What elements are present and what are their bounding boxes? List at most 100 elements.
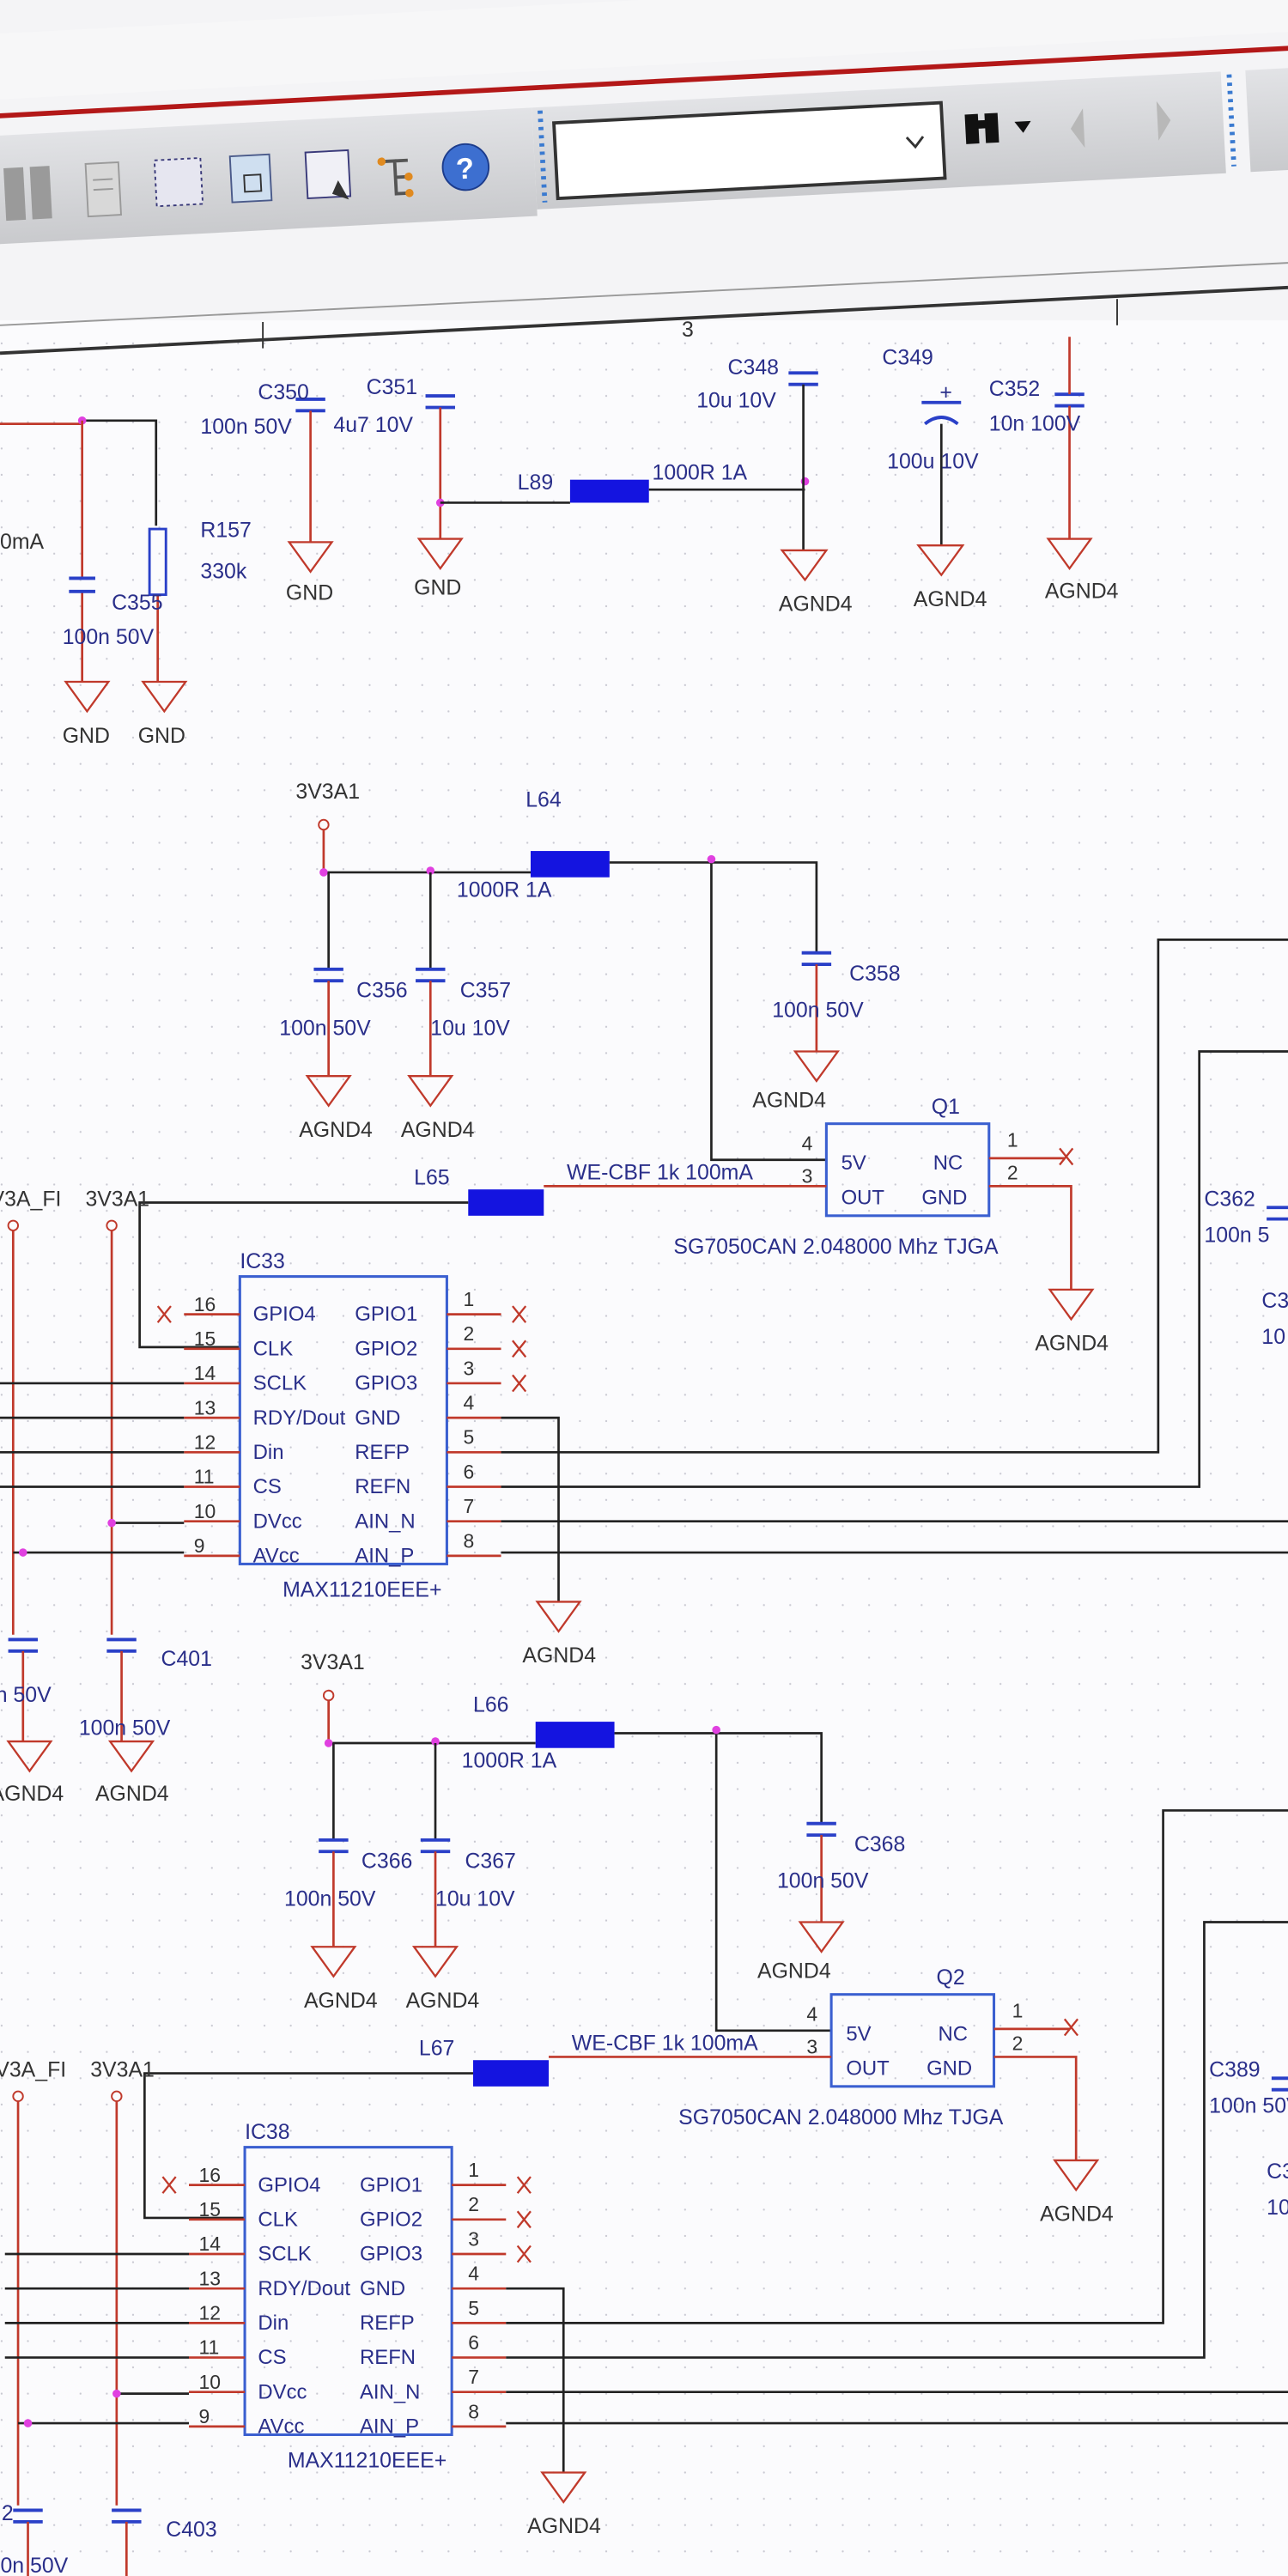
- agnd4-label: AGND4: [779, 592, 853, 617]
- ic-pin-number: 16: [194, 1293, 216, 1315]
- schematic-sheet[interactable]: 3 0mA R157 330k C355 100n 50V GND GND C3…: [0, 262, 1288, 2576]
- ic-pin-label: AIN_P: [360, 2415, 419, 2439]
- search-combobox[interactable]: [552, 100, 947, 201]
- agnd4-label: AGND4: [406, 1989, 480, 2013]
- ic-pin-number: 15: [199, 2198, 222, 2221]
- ferrite-value: WE-CBF 1k 100mA: [572, 2032, 758, 2056]
- help-icon[interactable]: ?: [441, 143, 490, 191]
- ic-pin-label: SCLK: [253, 1372, 307, 1395]
- title-bar-accent-line: [0, 44, 1288, 120]
- capacitor-symbol[interactable]: [1271, 2076, 1288, 2092]
- ic-pin-label: DVcc: [253, 1510, 302, 1533]
- c351-ref: C351: [367, 375, 417, 399]
- ic-pin-number: 7: [464, 1495, 475, 1517]
- agnd-symbol: [107, 1740, 155, 1773]
- agnd-symbol: [1053, 2159, 1100, 2192]
- ic-pin-number: 14: [199, 2233, 222, 2255]
- agnd4-label: AGND4: [0, 1782, 64, 1806]
- c349-value: 100u 10V: [887, 449, 979, 473]
- component-icon[interactable]: [3, 166, 52, 222]
- no-connect-icon: [516, 2245, 532, 2263]
- ic-pin-number: 10: [194, 1500, 216, 1522]
- toolbar-grip-right[interactable]: [1226, 74, 1236, 167]
- ic-pin-label: CLK: [258, 2208, 298, 2231]
- place-part-icon[interactable]: [304, 149, 352, 202]
- pin-number: 4: [802, 1132, 813, 1154]
- ic-ref: IC38: [245, 2120, 290, 2144]
- grid-select-icon[interactable]: [153, 156, 204, 208]
- cap-value: 100n 5: [1204, 1223, 1269, 1247]
- pin-label: OUT: [846, 2057, 890, 2080]
- pin-label: GND: [927, 2057, 972, 2080]
- pin-label: NC: [938, 2022, 968, 2045]
- ic-pin-label: GPIO2: [360, 2208, 422, 2231]
- cap-value: 100n 50V: [79, 1716, 171, 1740]
- ic-pin-label: REFP: [360, 2312, 415, 2335]
- back-arrow-icon[interactable]: [1070, 108, 1085, 149]
- ic-pin-label: REFP: [355, 1441, 410, 1464]
- no-connect-icon: [512, 1340, 527, 1358]
- capacitor-symbol[interactable]: [1267, 1206, 1288, 1221]
- cap-value: 00n 50V: [0, 2554, 69, 2576]
- inductor-ref: L64: [526, 787, 562, 811]
- pin-number: 1: [1007, 1128, 1018, 1151]
- ferrite-ref: L67: [419, 2036, 454, 2060]
- ic-pin-label: GND: [355, 1406, 400, 1430]
- agnd-symbol: [305, 1075, 352, 1108]
- hierarchy-icon[interactable]: [377, 156, 414, 199]
- ferrite-inductor[interactable]: [535, 1722, 615, 1748]
- clock-ferrite[interactable]: [473, 2060, 550, 2087]
- ic-pin-number: 8: [468, 2400, 479, 2422]
- c348-value: 10u 10V: [696, 388, 776, 412]
- r157-value: 330k: [200, 559, 246, 583]
- ic-part-number: MAX11210EEE+: [288, 2449, 447, 2473]
- net-label-partial: 0mA: [0, 530, 45, 554]
- find-options-dropdown-icon[interactable]: [1014, 120, 1031, 133]
- c352-value: 10n 100V: [989, 411, 1081, 435]
- clock-ferrite[interactable]: [468, 1189, 544, 1216]
- agnd4-label: AGND4: [757, 1959, 831, 1984]
- gnd-label: GND: [138, 724, 185, 748]
- no-connect-icon: [1063, 2018, 1078, 2037]
- pin-label: OUT: [841, 1186, 885, 1209]
- pin-number: 2: [1007, 1162, 1018, 1184]
- forward-arrow-icon[interactable]: [1156, 100, 1172, 141]
- ic-part-number: MAX11210EEE+: [283, 1578, 441, 1602]
- ic-pin-label: CS: [253, 1475, 282, 1498]
- chevron-down-icon[interactable]: [905, 136, 925, 149]
- agnd4-label: AGND4: [304, 1989, 378, 2013]
- ic-pin-label: GPIO1: [355, 1303, 417, 1326]
- net-label: 3V3A1: [85, 1187, 149, 1211]
- zoom-fit-icon[interactable]: [228, 153, 273, 204]
- ic-pin-label: SCLK: [258, 2243, 312, 2266]
- ic-pin-number: 6: [468, 2331, 479, 2354]
- ic-pin-number: 1: [464, 1288, 475, 1310]
- cap-value: 100n 50V: [1209, 2093, 1288, 2117]
- agnd-symbol: [310, 1946, 357, 1978]
- cap-ref: C358: [849, 962, 900, 986]
- ic-pin-label: CS: [258, 2346, 286, 2369]
- ic-ref: IC33: [240, 1249, 285, 1273]
- inductor-l89[interactable]: [569, 479, 649, 503]
- c350-value: 100n 50V: [200, 415, 292, 439]
- ic-pin-label: Din: [258, 2312, 289, 2335]
- sheet-icon[interactable]: [84, 161, 123, 218]
- svg-text:?: ?: [455, 152, 475, 185]
- toolbar-grip[interactable]: [538, 110, 548, 203]
- c352-ref: C352: [989, 377, 1040, 401]
- ic-pin-number: 3: [468, 2227, 479, 2250]
- net-label: 3V3A1: [90, 2057, 155, 2081]
- l89-value: 1000R 1A: [653, 461, 748, 485]
- agnd-symbol: [411, 1946, 459, 1978]
- sheet-border-outer: [0, 262, 1288, 326]
- no-connect-icon: [512, 1305, 527, 1323]
- binoculars-icon[interactable]: [964, 112, 999, 144]
- ferrite-inductor[interactable]: [530, 851, 610, 878]
